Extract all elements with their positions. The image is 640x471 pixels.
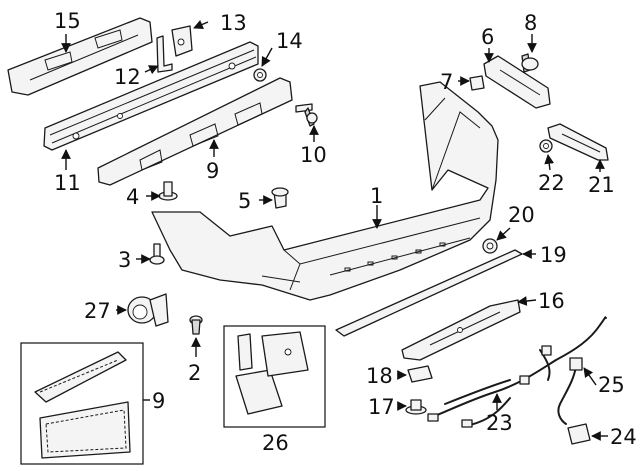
callout-18: 18 <box>366 364 393 388</box>
callout-24: 24 <box>610 425 637 449</box>
callout-23: 23 <box>486 411 513 435</box>
part-20-grommet <box>482 238 498 254</box>
part-11-bumper-reinforcement <box>43 41 259 151</box>
callout-4: 4 <box>126 185 139 209</box>
callout-12: 12 <box>114 65 141 89</box>
callout-9-absorber: 9 <box>206 159 219 183</box>
part-9-detail-box <box>20 342 144 465</box>
callout-7: 7 <box>440 70 453 94</box>
callout-11: 11 <box>54 171 81 195</box>
part-4-clip <box>158 181 178 201</box>
part-23-wiring-harness <box>427 316 607 428</box>
callout-25: 25 <box>598 373 625 397</box>
part-2-screw <box>189 315 203 335</box>
part-21-side-bracket <box>547 123 609 161</box>
callout-19: 19 <box>540 243 567 267</box>
callout-6: 6 <box>481 25 494 49</box>
part-17-grommet <box>405 399 427 415</box>
part-10-bolt <box>295 103 318 127</box>
callout-21: 21 <box>588 173 615 197</box>
part-12-bracket <box>156 35 173 73</box>
part-27-parking-sensor <box>127 293 169 327</box>
callout-26: 26 <box>262 431 289 455</box>
part-22-nut <box>539 139 553 153</box>
callout-2: 2 <box>188 361 201 385</box>
part-18-clip <box>407 365 433 383</box>
part-8-screw <box>521 53 539 73</box>
part-14-nut <box>253 68 267 82</box>
part-24-connector <box>567 423 591 445</box>
callout-9-detail: 9 <box>152 389 165 413</box>
part-25-harness-pigtail <box>557 357 583 425</box>
callout-16: 16 <box>538 289 565 313</box>
leader-lines <box>61 20 608 441</box>
part-3-screw <box>149 243 165 265</box>
callout-5: 5 <box>238 189 251 213</box>
part-13-bracket <box>171 25 193 57</box>
callout-numbers: 1 2 3 4 5 7 8 9 9 10 11 12 13 14 15 6 16… <box>54 9 637 455</box>
part-19-molding <box>335 249 523 337</box>
callout-3: 3 <box>118 248 131 272</box>
part-9-energy-absorber <box>97 77 293 186</box>
part-15-energy-absorber-upper <box>7 17 153 96</box>
part-7-clip <box>469 75 485 91</box>
callout-27: 27 <box>84 299 111 323</box>
callout-22: 22 <box>538 171 565 195</box>
callout-13: 13 <box>220 11 247 35</box>
part-26-detail-box <box>223 325 326 428</box>
callout-1: 1 <box>370 184 383 208</box>
callout-14: 14 <box>276 29 303 53</box>
part-1-bumper-cover <box>151 81 499 301</box>
part-6-side-bracket <box>483 55 551 109</box>
callout-17: 17 <box>368 395 395 419</box>
callout-8: 8 <box>524 11 537 35</box>
callout-20: 20 <box>508 203 535 227</box>
part-5-clip <box>271 187 289 209</box>
callout-10: 10 <box>300 143 327 167</box>
callout-15: 15 <box>54 9 81 33</box>
part-16-bracket <box>401 299 521 361</box>
